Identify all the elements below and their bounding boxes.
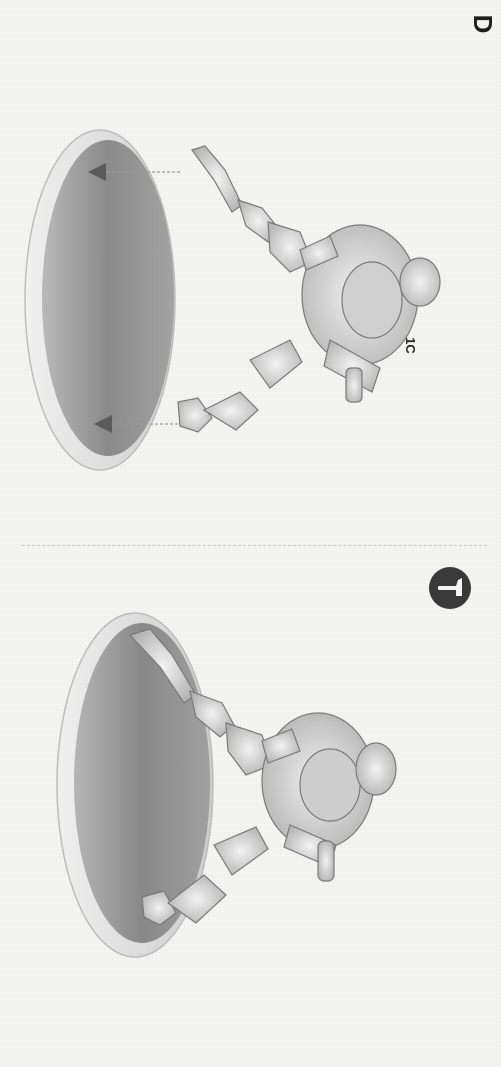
assembly-step-panel [0, 0, 501, 545]
step-label: 1C [403, 337, 418, 354]
miniature-base [25, 130, 175, 470]
completed-step-panel [0, 545, 501, 1067]
miniature-figure [178, 146, 440, 432]
